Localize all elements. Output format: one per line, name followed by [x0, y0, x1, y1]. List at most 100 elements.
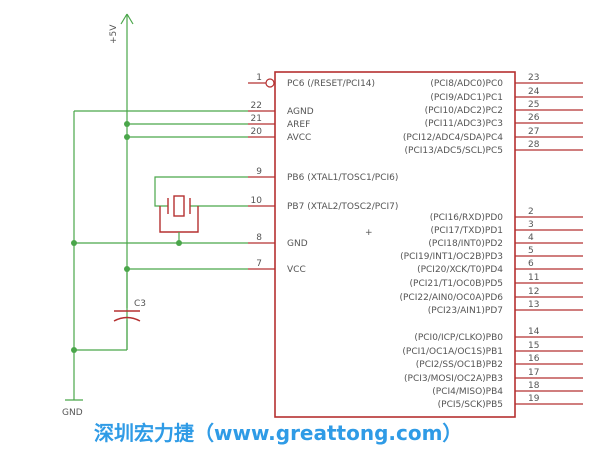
pin-name: (PCI18/INT0)PD2	[428, 239, 503, 249]
pin-name: PB6 (XTAL1/TOSC1/PCI6)	[287, 173, 398, 183]
pin-name: (PCI23/AIN1)PD7	[428, 306, 503, 316]
pin-name: AGND	[287, 107, 314, 117]
junction-dot	[176, 240, 182, 246]
pin-name: (PCI11/ADC3)PC3	[425, 119, 503, 129]
pin-name: (PCI20/XCK/T0)PD4	[417, 265, 503, 275]
pin-name: (PCI8/ADC0)PC0	[430, 79, 503, 89]
pin-name: (PCI9/ADC1)PC1	[430, 93, 503, 103]
pin-name: (PCI13/ADC5/SCL)PC5	[405, 146, 503, 156]
pin-number: 3	[528, 220, 534, 230]
pin-number: 7	[256, 259, 262, 269]
chip-pin: 15 (PCI1/OC1A/OC1S)PB1	[402, 341, 583, 357]
pin-number: 19	[528, 394, 540, 404]
chip-pin: 12 (PCI22/AIN0/OC0A)PD6	[399, 287, 583, 303]
chip-origin-marker: +	[365, 228, 373, 238]
pin-number: 27	[528, 127, 539, 137]
junction-dot	[124, 266, 130, 272]
pin-number: 24	[528, 87, 540, 97]
pin-name: (PCI5/SCK)PB5	[438, 400, 503, 410]
capacitor-label: C3	[134, 299, 146, 309]
chip-pin: 4 (PCI18/INT0)PD2	[428, 233, 583, 249]
pin-number: 20	[251, 127, 263, 137]
chip-pin: 25 (PCI10/ADC2)PC2	[425, 100, 583, 116]
pin-name: (PCI1/OC1A/OC1S)PB1	[402, 347, 503, 357]
pin-name: AVCC	[287, 133, 311, 143]
chip-pin: 16 (PCI2/SS/OC1B)PB2	[416, 354, 583, 370]
pin-number: 4	[528, 233, 534, 243]
pin-number: 16	[528, 354, 540, 364]
pin-number: 21	[251, 114, 262, 124]
chip-pin: 24 (PCI9/ADC1)PC1	[430, 87, 583, 103]
pin-name: (PCI3/MOSI/OC2A)PB3	[404, 374, 503, 384]
pin-number: 15	[528, 341, 539, 351]
pin-number: 14	[528, 327, 540, 337]
pin-name: (PCI4/MISO)PB4	[432, 387, 503, 397]
right-pins: 23(PCI8/ADC0)PC024(PCI9/ADC1)PC125(PCI10…	[399, 73, 583, 410]
pin-name: (PCI10/ADC2)PC2	[425, 106, 503, 116]
pin-number: 6	[528, 259, 534, 269]
watermark: 深圳宏力捷（www.greattong.com）	[94, 421, 462, 445]
chip-pin: 14 (PCI0/ICP/CLKO)PB0	[414, 327, 583, 343]
chip-pin: 28 (PCI13/ADC5/SCL)PC5	[405, 140, 583, 156]
pin-name: (PCI0/ICP/CLKO)PB0	[414, 333, 503, 343]
pin-number: 28	[528, 140, 540, 150]
chip-pin: 26 (PCI11/ADC3)PC3	[425, 113, 583, 129]
pin-number: 10	[251, 196, 263, 206]
pin-name: VCC	[287, 265, 306, 275]
supply-symbol: +5V	[109, 13, 134, 350]
pin-number: 8	[256, 233, 262, 243]
chip-pin: 5 (PCI19/INT1/OC2B)PD3	[400, 246, 583, 262]
pin-number: 22	[251, 101, 262, 111]
ground-symbol: GND	[62, 111, 83, 418]
chip-pin: 27 (PCI12/ADC4/SDA)PC4	[403, 127, 583, 143]
pin-number: 9	[256, 167, 262, 177]
chip-pin: 18 (PCI4/MISO)PB4	[432, 381, 583, 397]
chip-pin: 19 (PCI5/SCK)PB5	[438, 394, 583, 410]
pin-name: PB7 (XTAL2/TOSC2/PCI7)	[287, 202, 398, 212]
pin-name: (PCI22/AIN0/OC0A)PD6	[399, 293, 503, 303]
pin-name: PC6 (/RESET/PCI14)	[287, 79, 375, 89]
chip-pin: 17(PCI3/MOSI/OC2A)PB3	[404, 368, 583, 384]
microcontroller-body	[274, 71, 516, 418]
crystal-body	[173, 195, 185, 217]
pin-number: 12	[528, 287, 539, 297]
pin-number: 1	[256, 73, 262, 83]
pin-number: 25	[528, 100, 539, 110]
supply-arrow-left	[120, 13, 128, 25]
c3-plate-bottom	[113, 316, 141, 322]
pin-name: (PCI17/TXD)PD1	[430, 226, 503, 236]
pin-number: 13	[528, 300, 539, 310]
pin-name: (PCI19/INT1/OC2B)PD3	[400, 252, 503, 262]
chip-pin: 11 (PCI21/T1/OC0B)PD5	[410, 273, 583, 289]
pin-name: (PCI21/T1/OC0B)PD5	[410, 279, 503, 289]
pin-name: (PCI12/ADC4/SDA)PC4	[403, 133, 503, 143]
junction-dot	[71, 240, 77, 246]
pin-number: 5	[528, 246, 534, 256]
chip-pin: 6 (PCI20/XCK/T0)PD4	[417, 259, 583, 275]
crystal-case	[159, 206, 199, 233]
supply-arrow-right	[126, 13, 134, 25]
pin-name: (PCI2/SS/OC1B)PB2	[416, 360, 503, 370]
junction-dot	[124, 121, 130, 127]
pin-number: 2	[528, 207, 534, 217]
chip-pin: 3 (PCI17/TXD)PD1	[430, 220, 583, 236]
chip-pin: 23(PCI8/ADC0)PC0	[430, 73, 583, 89]
crystal	[154, 176, 248, 243]
pin-inversion-bubble	[265, 78, 275, 88]
pin-name: GND	[287, 239, 308, 249]
pin-name: AREF	[287, 120, 310, 130]
pin-number: 18	[528, 381, 540, 391]
pin-number: 26	[528, 113, 540, 123]
junction-dot	[71, 347, 77, 353]
pin-number: 11	[528, 273, 539, 283]
supply-label: +5V	[109, 24, 119, 44]
